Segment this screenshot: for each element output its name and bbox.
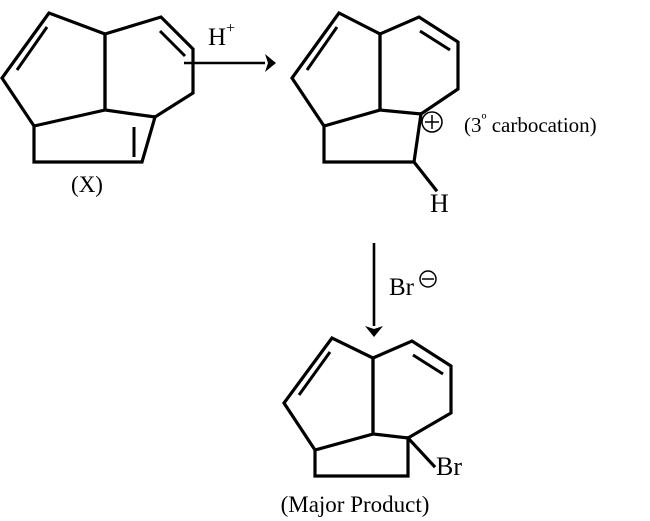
reactant-structure: (X) [0, 11, 195, 197]
step2-arrow-head [365, 326, 383, 337]
carbocation-annotation-tail: carbocation) [486, 113, 596, 137]
reactant-left-ring [0, 11, 107, 128]
reactant-right-ring [103, 15, 195, 119]
carbocation-annotation: (3º carbocation) [464, 112, 597, 137]
reactant-right-double-bond [158, 29, 187, 58]
product-br-label: Br [436, 452, 462, 481]
carbocation-annotation-main: (3 [464, 113, 482, 137]
product-bottom-ring [313, 436, 410, 478]
product-cbr-bond [405, 435, 437, 469]
bromide-charge-icon [419, 270, 437, 288]
reactant-bottom-ring [32, 115, 157, 164]
reactant-caption: (X) [71, 172, 103, 197]
step1-arrow-group: H + [184, 20, 276, 72]
intermediate-hydrogen-label: H [430, 189, 449, 218]
product-right-double-bond [412, 353, 444, 376]
product-structure: Br (Major Product) [281, 335, 462, 517]
intermediate-ch-bond [411, 159, 439, 193]
intermediate-right-ring [378, 15, 460, 116]
product-caption: (Major Product) [281, 492, 430, 517]
reagent-br-label: Br [389, 274, 415, 301]
product-right-ring [371, 339, 453, 440]
step2-arrow-group: Br [365, 243, 437, 337]
step1-arrow-head [265, 54, 276, 72]
carbocation-charge-icon [421, 111, 443, 133]
reactant-left-double-bond [15, 26, 49, 71]
intermediate-left-double-bond [305, 26, 339, 71]
product-left-ring [282, 335, 375, 452]
product-left-double-bond [297, 351, 332, 396]
carbocation-annotation-superscript: º [482, 112, 487, 129]
reagent-h-label: H [208, 24, 226, 51]
reagent-h-superscript: + [226, 20, 235, 37]
intermediate-left-ring [290, 10, 382, 128]
intermediate-right-double-bond [419, 29, 451, 52]
intermediate-structure: H (3º carbocation) [290, 10, 597, 218]
intermediate-bottom-ring [322, 112, 423, 164]
